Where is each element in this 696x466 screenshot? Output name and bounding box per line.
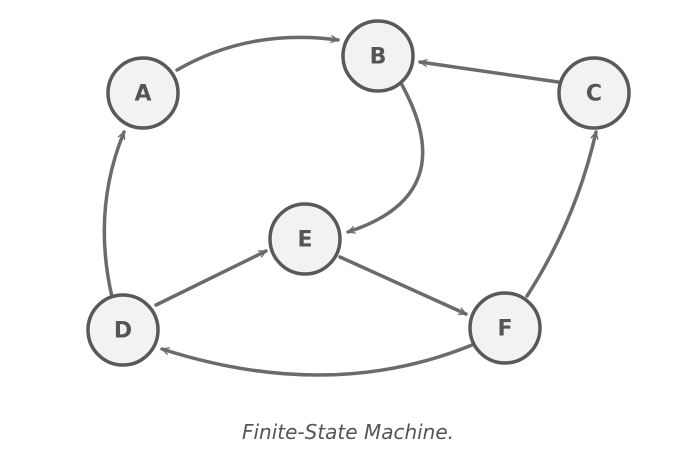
edge-a-to-b xyxy=(175,35,340,72)
edges-layer xyxy=(102,35,599,377)
node-b: B xyxy=(341,19,415,93)
node-a: A xyxy=(106,56,180,130)
node-a-circle xyxy=(106,56,180,130)
node-e-circle xyxy=(268,202,342,276)
node-c: C xyxy=(557,56,631,130)
node-e-label: E xyxy=(297,228,312,253)
figure-caption: Finite-State Machine. xyxy=(241,420,455,444)
edge-b-to-e xyxy=(346,83,425,234)
edge-e-to-f xyxy=(338,255,468,316)
node-d: D xyxy=(86,293,160,367)
node-f-label: F xyxy=(497,317,512,342)
node-f-circle xyxy=(468,291,542,365)
node-d-circle xyxy=(86,293,160,367)
node-c-circle xyxy=(557,56,631,130)
node-f: F xyxy=(468,291,542,365)
edge-d-to-a xyxy=(102,130,126,299)
edge-f-to-d xyxy=(160,343,474,377)
edge-d-to-e xyxy=(154,249,268,307)
node-e: E xyxy=(268,202,342,276)
edge-c-to-b xyxy=(418,58,560,84)
node-b-circle xyxy=(341,19,415,93)
node-d-label: D xyxy=(114,319,132,344)
edge-f-to-c xyxy=(525,130,599,298)
node-c-label: C xyxy=(586,82,602,107)
node-b-label: B xyxy=(370,45,387,70)
node-a-label: A xyxy=(134,82,151,107)
